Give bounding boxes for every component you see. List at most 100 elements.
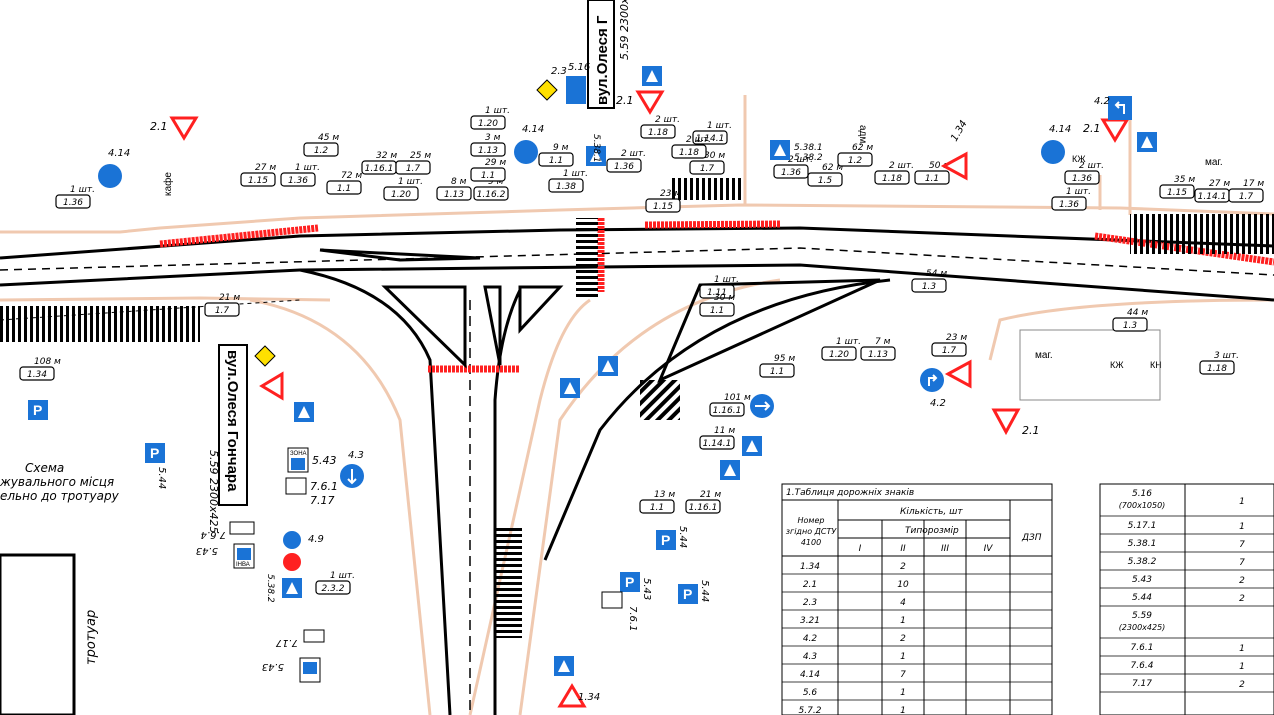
marking-code: 1.18	[679, 148, 699, 158]
table-cell-no: 2.1	[803, 580, 817, 590]
marking-label: 27 м1.15	[240, 163, 276, 187]
marking-code: 1.3	[1123, 321, 1138, 331]
marking-label: 3 шт. 1.18	[1199, 351, 1239, 375]
street-sign-code-top: 5.59 2300x425	[618, 0, 631, 60]
scheme-line-3: ельно до тротуару	[0, 489, 120, 503]
table-cell-no: 1.34	[800, 562, 820, 572]
street-name-left: вул.Олеся Гончара	[224, 350, 241, 492]
keep-right-sign-icon: 4.3	[340, 450, 364, 488]
table-size-header: II	[900, 544, 906, 554]
scheme-title: Схема	[25, 461, 64, 475]
marking-count: 1 шт.	[70, 185, 95, 195]
yield-sign-icon: 2.1	[150, 116, 199, 141]
marking-code: 1.7	[406, 164, 421, 174]
scheme-line-2: жувального місця	[0, 475, 114, 489]
svg-text:5.44: 5.44	[699, 580, 710, 602]
crosswalks	[0, 178, 1274, 638]
marking-code: 1.36	[614, 162, 634, 172]
children-warning-sign-icon	[259, 371, 284, 401]
yield-sign-icon: 2.1	[991, 408, 1040, 437]
pedestrian-crossing-sign-icon	[742, 436, 762, 456]
table-size-header: III	[941, 544, 949, 554]
svg-text:7.17: 7.17	[310, 494, 335, 507]
marking-count: 27 м	[1209, 179, 1230, 189]
marking-code: 1.36	[63, 198, 83, 208]
svg-text:P: P	[683, 586, 692, 602]
marking-label: 2 шт.1.18	[671, 135, 711, 159]
marking-code: 1.20	[391, 190, 411, 200]
marking-label: 95 м1.1	[759, 354, 795, 378]
marking-code: 1.34	[27, 370, 47, 380]
turn-sign-icon: 4.2	[920, 368, 946, 409]
marking-label: 9 м1.1	[538, 143, 574, 167]
kzh-label-2: КЖ	[1110, 360, 1124, 370]
marking-count: 2 шт.	[621, 149, 646, 159]
marking-code: 2.3.2	[322, 584, 345, 594]
table-right-value: 1	[1239, 522, 1245, 532]
marking-label: 2 шт.1.36	[1064, 161, 1104, 185]
plate-sign-icon: 7.17	[275, 629, 325, 648]
svg-text:5.38.2: 5.38.2	[265, 574, 275, 603]
priority-road-sign-icon: 2.3	[536, 66, 567, 101]
pedestrian-crossing-sign-icon	[598, 356, 618, 376]
marking-label: 25 м1.7	[395, 151, 431, 175]
pedestrian-crossing-sign-icon	[642, 66, 662, 86]
mag-label-2: маг.	[1035, 350, 1053, 361]
marking-label: 13 м1.1	[639, 490, 675, 514]
svg-text:5.38.2: 5.38.2	[794, 153, 823, 163]
marking-label: 1 шт.1.20	[821, 337, 861, 361]
marking-label: 62 м 1.2	[837, 143, 873, 167]
marking-count: 62 м	[852, 143, 873, 153]
marking-label: 2 шт.1.18	[640, 115, 680, 139]
svg-text:4.2: 4.2	[930, 398, 946, 409]
svg-text:4.2: 4.2	[1094, 96, 1110, 107]
marking-count: 1 шт.	[714, 275, 739, 285]
children-warning-sign-icon: 1.34	[940, 119, 970, 181]
pedestrian-crossing-sign-icon: 5.38.1 5.38.2	[770, 140, 823, 163]
table-right-no: 7.6.1	[1131, 643, 1154, 653]
svg-text:5.44: 5.44	[677, 526, 688, 548]
marking-code: 1.3	[922, 282, 937, 292]
marking-label: 72 м1.1	[326, 171, 362, 195]
marking-code: 1.18	[882, 174, 902, 184]
marking-label: 1 шт.2.3.2	[315, 571, 355, 595]
svg-text:7.6.4: 7.6.4	[201, 529, 226, 540]
blue-round-sign-icon: 4.14	[514, 124, 544, 164]
building-outline	[1019, 329, 1161, 401]
marking-code: 1.16.1	[365, 164, 394, 174]
marking-label: 1 шт.1.14.1	[692, 121, 732, 145]
svg-text:5.43: 5.43	[641, 578, 652, 600]
blue-round-sign-icon: 4.14	[98, 148, 130, 188]
marking-code: 1.2	[848, 156, 863, 166]
marking-count: 3 шт.	[1214, 351, 1239, 361]
table-cell-no: 3.21	[800, 616, 820, 626]
svg-text:2.1: 2.1	[150, 120, 168, 133]
marking-code: 1.20	[478, 119, 498, 129]
marking-count: 7 м	[875, 337, 891, 347]
marking-count: 30 м	[704, 151, 725, 161]
marking-code: 1.2	[314, 146, 329, 156]
marking-count: 3 м	[485, 133, 501, 143]
table-col-size: Типорозмір	[905, 526, 959, 536]
marking-count: 2 шт.	[1079, 161, 1104, 171]
adm-label: адм.	[857, 125, 868, 146]
parking-sign-icon: P 5.44	[145, 443, 167, 489]
marking-label: 1 шт.1.38	[548, 169, 588, 193]
marking-label: 29 м1.1	[470, 158, 506, 182]
marking-code: 1.13	[868, 350, 888, 360]
marking-count: 2 шт.	[889, 161, 914, 171]
svg-text:5.38.1: 5.38.1	[591, 134, 601, 163]
marking-count: 1 шт.	[295, 163, 320, 173]
marking-code: 1.18	[1207, 364, 1227, 374]
marking-code: 1.1	[925, 174, 939, 184]
marking-code: 1.7	[942, 346, 957, 356]
table-cell-no: 5.7.2	[799, 706, 822, 715]
svg-text:7.6.1: 7.6.1	[310, 480, 338, 493]
table-right-value: 2	[1239, 594, 1245, 604]
table-right-no: 5.16	[1132, 489, 1152, 499]
marking-label: 17 м1.7	[1228, 179, 1264, 203]
svg-text:5.44: 5.44	[156, 467, 167, 489]
